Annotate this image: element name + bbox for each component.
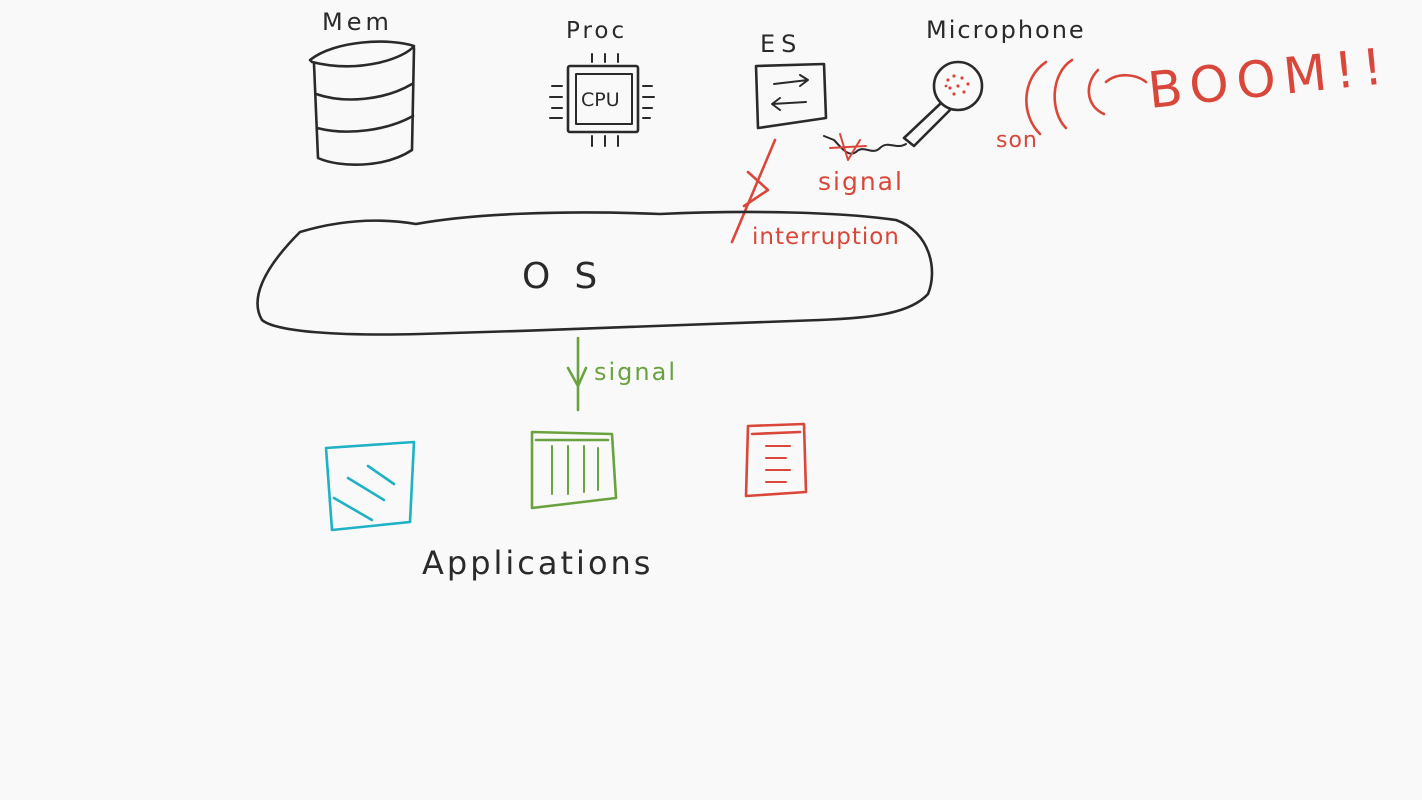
sound-waves-icon [1025, 58, 1148, 136]
son-label: son [996, 128, 1038, 153]
os-label: OS [522, 256, 621, 297]
signal-lower-label: signal [594, 358, 677, 386]
cpu-label: CPU [581, 89, 620, 111]
proc-label: Proc [566, 18, 627, 44]
es-label: ES [760, 30, 802, 58]
microphone-icon [823, 60, 984, 155]
app-window-red-icon [744, 422, 808, 498]
cpu-chip-icon [549, 53, 655, 147]
app-window-cyan-icon [324, 440, 416, 532]
io-device-icon [754, 62, 828, 130]
microphone-label: Microphone [926, 16, 1086, 44]
mem-label: Mem [322, 8, 393, 36]
boom-label: BOOM!! [1145, 37, 1393, 120]
os-blob [256, 210, 934, 336]
applications-label: Applications [422, 544, 653, 582]
memory-database-icon [308, 40, 416, 166]
app-window-green-icon [530, 430, 618, 510]
signal-down-arrow [566, 336, 588, 412]
signal-upper-label: signal [818, 167, 904, 196]
interruption-label: interruption [752, 224, 900, 250]
interruption-arrow [730, 133, 867, 244]
